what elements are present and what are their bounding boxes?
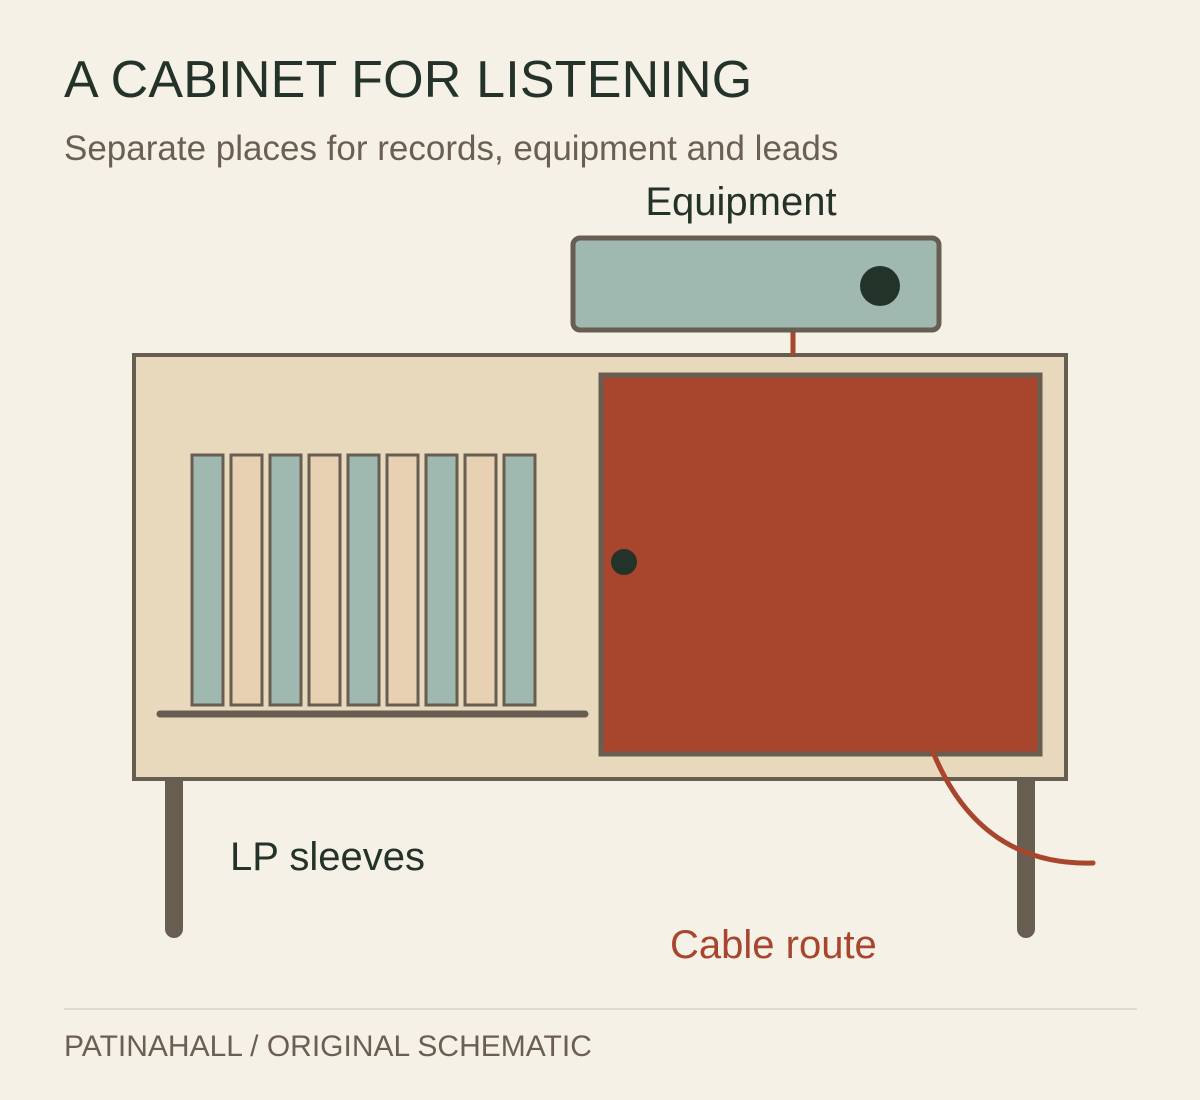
lp-sleeves	[190, 453, 537, 707]
cabinet-door[interactable]	[598, 372, 1043, 757]
equipment-box	[570, 235, 942, 333]
footer-credit: PATINAHALL / ORIGINAL SCHEMATIC	[64, 1030, 592, 1063]
cable-route-label: Cable route	[670, 923, 877, 967]
lp-sleeve	[463, 453, 498, 707]
lp-sleeve	[346, 453, 381, 707]
lp-sleeve	[307, 453, 342, 707]
lp-sleeve	[385, 453, 420, 707]
lp-sleeve	[424, 453, 459, 707]
page-title: A CABINET FOR LISTENING	[64, 51, 753, 109]
footer-divider	[64, 1008, 1137, 1010]
lp-sleeve	[268, 453, 303, 707]
equipment-label: Equipment	[645, 180, 836, 224]
door-knob[interactable]	[611, 549, 637, 575]
lp-sleeve	[190, 453, 225, 707]
lp-sleeve	[502, 453, 537, 707]
equipment-knob[interactable]	[860, 266, 900, 306]
lp-sleeves-label: LP sleeves	[230, 835, 425, 879]
cable-route-path	[930, 749, 1096, 866]
page-subtitle: Separate places for records, equipment a…	[64, 129, 839, 168]
lp-sleeve	[229, 453, 264, 707]
